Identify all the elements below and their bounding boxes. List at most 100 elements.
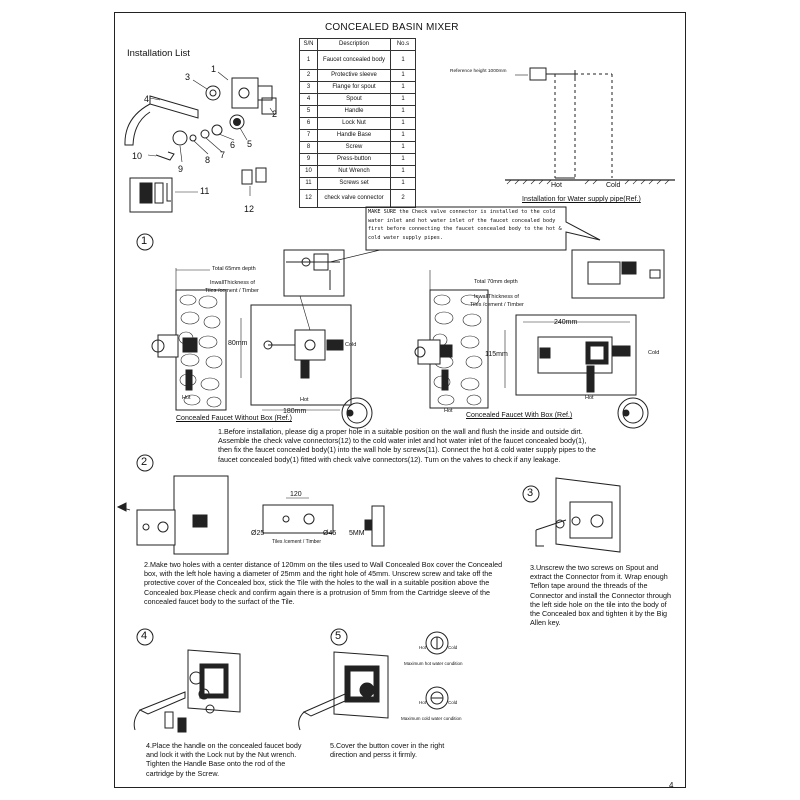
step4-instructions: 4.Place the handle on the concealed fauc… [146, 741, 302, 778]
wall-thickness-label-right: InwallThickness of [474, 294, 519, 300]
front-view-box [250, 304, 352, 406]
allen-key [535, 519, 567, 531]
step1-number: 1 [141, 235, 148, 247]
page-title: CONCEALED BASIN MIXER [325, 22, 459, 33]
cold-label-step5: Cold [448, 645, 458, 650]
max-cold-label: Maximum cold water condition [401, 716, 462, 721]
step2-diagram [116, 475, 385, 555]
wall-material-label: Tiles /cement / Timber [205, 288, 259, 294]
step2-number: 2 [141, 456, 148, 468]
hot-label-step5-b: Hot [419, 700, 427, 705]
step1-badge [136, 233, 154, 251]
callout-11: 11 [200, 186, 210, 196]
screws-set-drawing [129, 177, 173, 213]
dim-45: Ø45 [323, 530, 337, 537]
dim-180mm: 180mm [283, 408, 307, 415]
wall-box-step5 [333, 651, 389, 719]
parts-exploded-view [124, 71, 277, 213]
step5-instructions: 5.Cover the button cover in the right di… [330, 741, 445, 760]
step3-diagram [535, 477, 621, 553]
step5-diagram [298, 631, 449, 731]
step2-badge [136, 454, 154, 472]
page-number: 4 [669, 781, 674, 790]
step3-instructions: 3.Unscrew the two screws on Spout and ex… [530, 563, 672, 628]
step4-badge [136, 628, 154, 646]
hot-label-right: Hot [444, 408, 453, 414]
cold-label-right: Cold [648, 350, 660, 356]
check-valve-detail [283, 249, 345, 297]
flange-drawing [205, 85, 221, 101]
dim-120: 120 [290, 491, 302, 498]
wall-box-step3 [555, 477, 621, 553]
callout-9: 9 [178, 164, 184, 174]
concealed-box-front [515, 314, 637, 396]
wall-box-step4 [187, 649, 241, 713]
cold-label-step5-b: Cold [448, 700, 458, 705]
max-hot-label: Maximum hot water condition [404, 661, 463, 666]
callout-4: 4 [144, 94, 150, 104]
callout-3: 3 [185, 72, 191, 82]
cold-label: Cold [606, 182, 621, 189]
hot-label-left-front: Hot [300, 397, 309, 403]
step1-instructions: 1.Before installation, please dig a prop… [218, 427, 596, 464]
callout-8: 8 [205, 155, 211, 165]
step1-left-diagram [151, 249, 373, 429]
spout-curve [124, 103, 151, 146]
dim-25: Ø25 [251, 530, 265, 537]
step1-right-diagram [414, 249, 665, 429]
dim-240mm: 240mm [554, 319, 578, 326]
dim-80mm: 80mm [228, 340, 248, 347]
check-valve-drawing [241, 169, 253, 185]
page-border [114, 12, 686, 788]
handle-detail [341, 397, 373, 429]
box-detail [571, 249, 665, 299]
cell-count: 1 [390, 141, 416, 154]
without-box-caption: Concealed Faucet Without Box (Ref.) [176, 415, 292, 422]
step3-badge [522, 485, 540, 503]
dim-5mm: 5MM [349, 530, 365, 537]
press-button-drawing [172, 130, 188, 146]
callout-10: 10 [132, 151, 143, 161]
note-box [329, 206, 601, 263]
hot-label-right-front: Hot [585, 395, 594, 401]
spout-drawing [149, 95, 199, 119]
step5-badge [330, 628, 348, 646]
wall-thickness-label: InwallThickness of [210, 280, 255, 286]
reference-height-label: Reference height 1000mm [450, 69, 507, 74]
water-supply-diagram [505, 67, 675, 185]
handle-cold-position [425, 686, 449, 710]
protective-sleeve-drawing [261, 97, 277, 115]
concealed-body-drawing [231, 77, 259, 109]
water-supply-caption: Installation for Water supply pipe(Ref.) [522, 196, 641, 203]
tiles-label: Tiles /cement / Timber [272, 539, 321, 545]
step2-instructions: 2.Make two holes with a center distance … [144, 560, 503, 606]
callout-1: 1 [211, 64, 217, 74]
callout-6: 6 [230, 140, 236, 150]
callout-5: 5 [247, 139, 253, 149]
total-depth-65: Total 65mm depth [212, 266, 256, 272]
callout-7: 7 [220, 150, 226, 160]
handle-base-drawing [200, 129, 210, 139]
tile-diagram [262, 504, 334, 534]
dim-115mm: 115mm [485, 351, 508, 358]
nut-wrench-drawing [155, 151, 175, 161]
total-depth-70: Total 70mm depth [474, 279, 518, 285]
callout-2: 2 [272, 109, 278, 119]
handle-hot-position [425, 631, 449, 655]
hot-label-step5: Hot [419, 645, 427, 650]
step4-diagram [133, 649, 241, 733]
handle-detail-right [617, 397, 649, 429]
check-valve-note: MAKE SURE the Check valve connector is i… [368, 209, 562, 241]
handle-drawing [229, 114, 245, 130]
callout-12: 12 [244, 204, 255, 214]
screw-drawing [189, 134, 197, 142]
step3-number: 3 [527, 487, 534, 499]
